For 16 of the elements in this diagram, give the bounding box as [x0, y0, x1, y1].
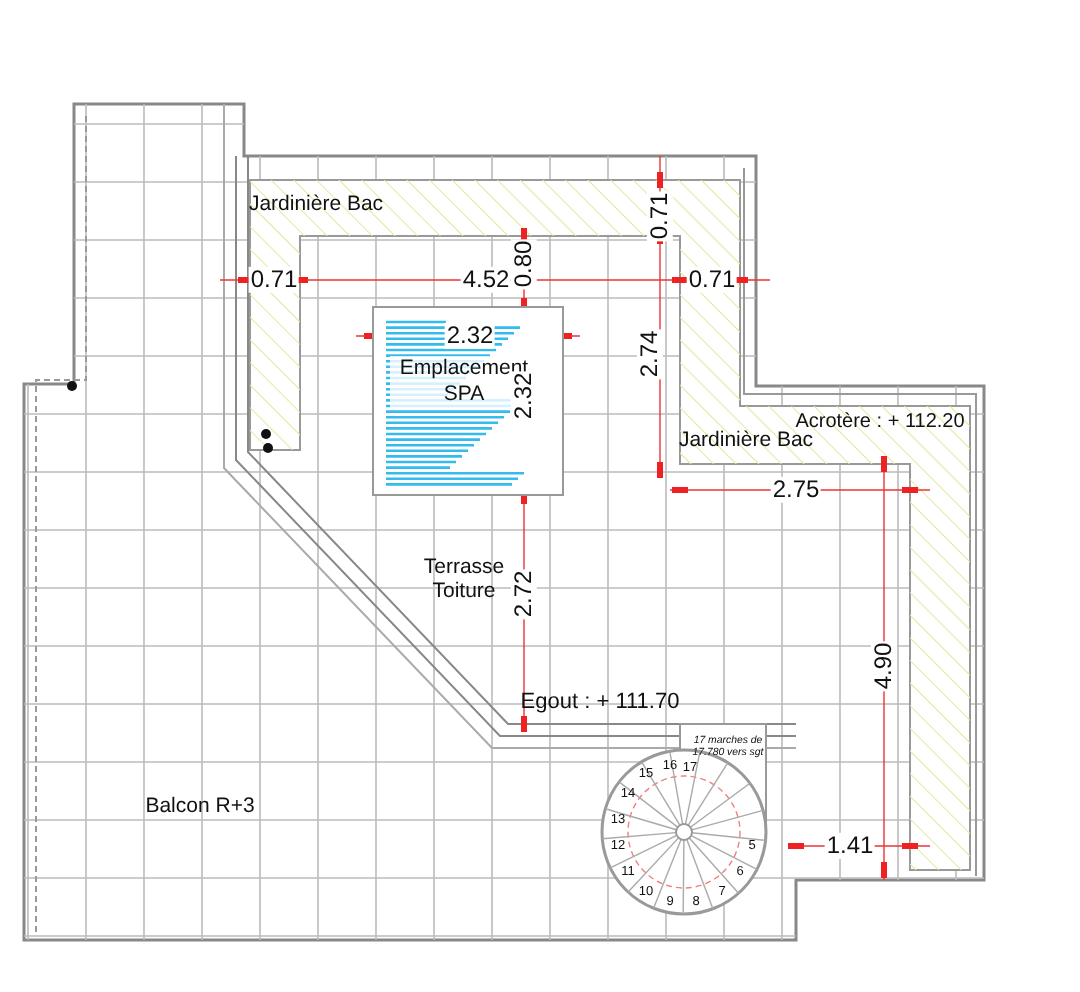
dimension-value: 2.32: [444, 322, 496, 350]
spa-area: [372, 306, 564, 496]
dimension-value: 2.75: [770, 476, 822, 504]
dimension-value: 0.80: [510, 238, 538, 290]
dimension-value: 4.52: [460, 266, 512, 294]
dimension-value: 2.74: [636, 328, 664, 380]
dimension-value: 2.72: [510, 568, 538, 620]
dimension-value: 4.90: [870, 640, 898, 692]
dimension-value: 0.71: [686, 266, 738, 294]
dimension-value: 0.71: [646, 190, 674, 242]
dimension-value: 0.71: [248, 266, 300, 294]
area-label: Jardinière Bac: [678, 430, 814, 454]
dimension-value: 1.41: [824, 832, 876, 860]
area-label: Balcon R+3: [145, 796, 255, 820]
elevation-label: Acrotère : + 112.20: [795, 411, 965, 433]
area-label: Jardinière Bac: [248, 194, 384, 218]
